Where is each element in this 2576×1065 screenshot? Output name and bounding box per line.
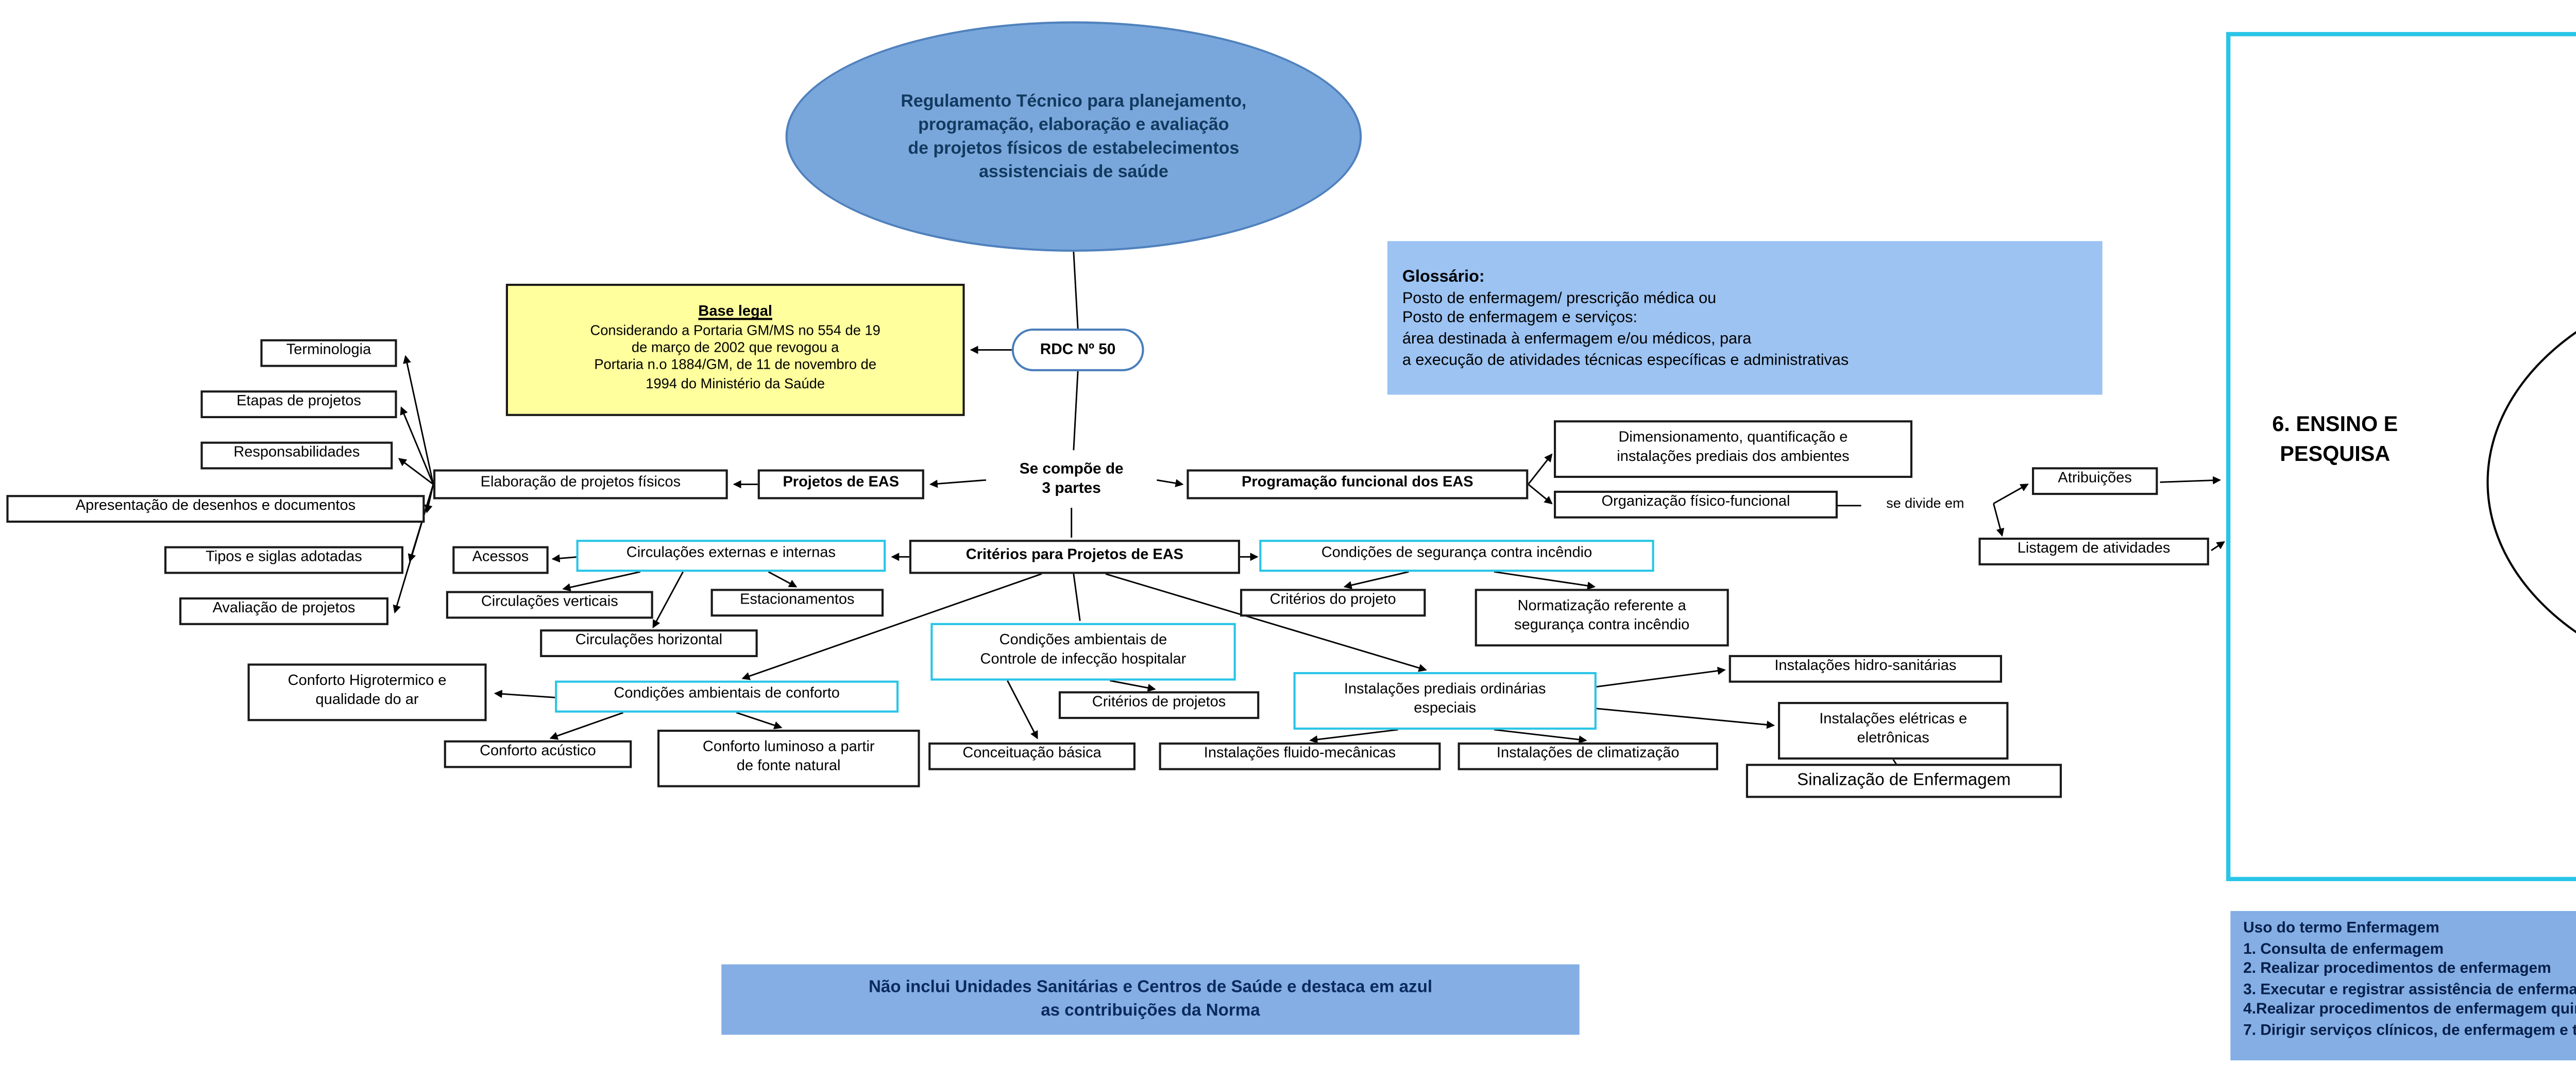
node-circulacoes-horizontal: Circulações horizontal	[540, 629, 758, 658]
node-elaboracao-projetos: Elaboração de projetos físicos	[433, 469, 728, 500]
node-conforto-acustico: Conforto acústico	[444, 740, 632, 768]
node-instalacoes-hidro-sanitarias: Instalações hidro-sanitárias	[1728, 655, 2003, 683]
node-instalacoes-eletricas: Instalações elétricas e eletrônicas	[1778, 702, 2009, 760]
node-atribuicoes: Atribuições	[2032, 467, 2158, 495]
enfermagem-line: 2. Realizar procedimentos de enfermagem	[2243, 958, 2551, 977]
enfermagem-line: 7. Dirigir serviços clínicos, de enferma…	[2243, 1019, 2576, 1038]
title-ellipse: Regulamento Técnico para planejamento, p…	[785, 21, 1362, 252]
enfermagem-title: Uso do termo Enfermagem	[2243, 917, 2439, 937]
node-dimensionamento: Dimensionamento, quantificação e instala…	[1554, 420, 1913, 478]
note-box: Não inclui Unidades Sanitárias e Centros…	[721, 964, 1580, 1035]
node-acessos: Acessos	[452, 546, 549, 574]
node-programacao-funcional: Programação funcional dos EAS	[1187, 469, 1529, 500]
node-condicoes-controle-infeccao: Condições ambientais de Controle de infe…	[930, 623, 1236, 681]
node-conforto-higrotermico: Conforto Higrotermico e qualidade do ar	[247, 663, 487, 722]
node-responsabilidades: Responsabilidades	[200, 441, 393, 470]
node-condicoes-ambientais-conforto: Condições ambientais de conforto	[555, 680, 899, 713]
node-conforto-luminoso: Conforto luminoso a partir de fonte natu…	[657, 729, 920, 787]
enfermagem-line: 4.Realizar procedimentos de enfermagem q…	[2243, 998, 2576, 1018]
node-normatizacao-seguranca: Normatização referente a segurança contr…	[1475, 589, 1729, 647]
node-estacionamentos: Estacionamentos	[710, 589, 884, 617]
node-instalacoes-fluido-mecanicas: Instalações fluido-mecânicas	[1159, 742, 1441, 770]
label-se-divide-em: se divide em	[1886, 496, 1964, 511]
enfermagem-line: 3. Executar e registrar assistência de e…	[2243, 978, 2576, 998]
node-terminologia: Terminologia	[260, 339, 397, 367]
label-ensino-pesquisa: 6. ENSINO E PESQUISA	[2272, 414, 2398, 468]
node-organizacao-fisico-funcional: Organização físico-funcional	[1554, 490, 1838, 519]
node-criterios-de-projetos: Critérios de projetos	[1058, 691, 1260, 719]
node-criterios-projetos-eas: Critérios para Projetos de EAS	[909, 540, 1241, 574]
node-projetos-eas: Projetos de EAS	[757, 469, 924, 500]
node-apresentacao-desenhos: Apresentação de desenhos e documentos	[6, 495, 425, 523]
node-avaliacao-projetos: Avaliação de projetos	[179, 597, 389, 625]
node-listagem-atividades: Listagem de atividades	[1978, 538, 2209, 565]
node-etapas-projetos: Etapas de projetos	[200, 390, 397, 419]
node-sinalizacao-enfermagem: Sinalização de Enfermagem	[1745, 764, 2062, 798]
label-se-compoe: Se compõe de 3 partes	[1019, 458, 1124, 496]
glossary-body: Posto de enfermagem/ prescrição médica o…	[1402, 287, 1849, 369]
enfermagem-line: 1. Consulta de enfermagem	[2243, 937, 2444, 957]
base-legal-box: Base legal Considerando a Portaria GM/MS…	[505, 284, 965, 416]
base-legal-body: Considerando a Portaria GM/MS no 554 de …	[590, 324, 880, 392]
rdc-node: RDC Nº 50	[1011, 329, 1144, 371]
glossary-title: Glossário:	[1402, 266, 1485, 285]
node-circulacoes-verticais: Circulações verticais	[446, 591, 653, 619]
node-condicoes-seguranca-incendio: Condições de segurança contra incêndio	[1259, 540, 1654, 572]
node-criterios-do-projeto: Critérios do projeto	[1240, 589, 1426, 617]
glossary-box: Glossário: Posto de enfermagem/ prescriç…	[1387, 241, 2103, 395]
label-apoio-tecnico: 5. APOIO TÉCNICO	[2454, 732, 2576, 762]
label-apoio-administrativo: 7. APOIO ADMINISTRATIVO	[2348, 141, 2576, 170]
base-legal-title: Base legal	[698, 305, 772, 321]
node-conceituacao-basica: Conceituação básica	[928, 742, 1136, 770]
node-circulacoes-externas-internas: Circulações externas e internas	[576, 540, 886, 572]
enfermagem-terms-box: Uso do termo Enfermagem 1. Consulta de e…	[2230, 911, 2576, 1061]
node-instalacoes-climatizacao: Instalações de climatização	[1458, 742, 1719, 770]
node-instalacoes-prediais: Instalações prediais ordinárias especiai…	[1293, 672, 1597, 730]
node-tipos-siglas: Tipos e siglas adotadas	[164, 546, 404, 574]
